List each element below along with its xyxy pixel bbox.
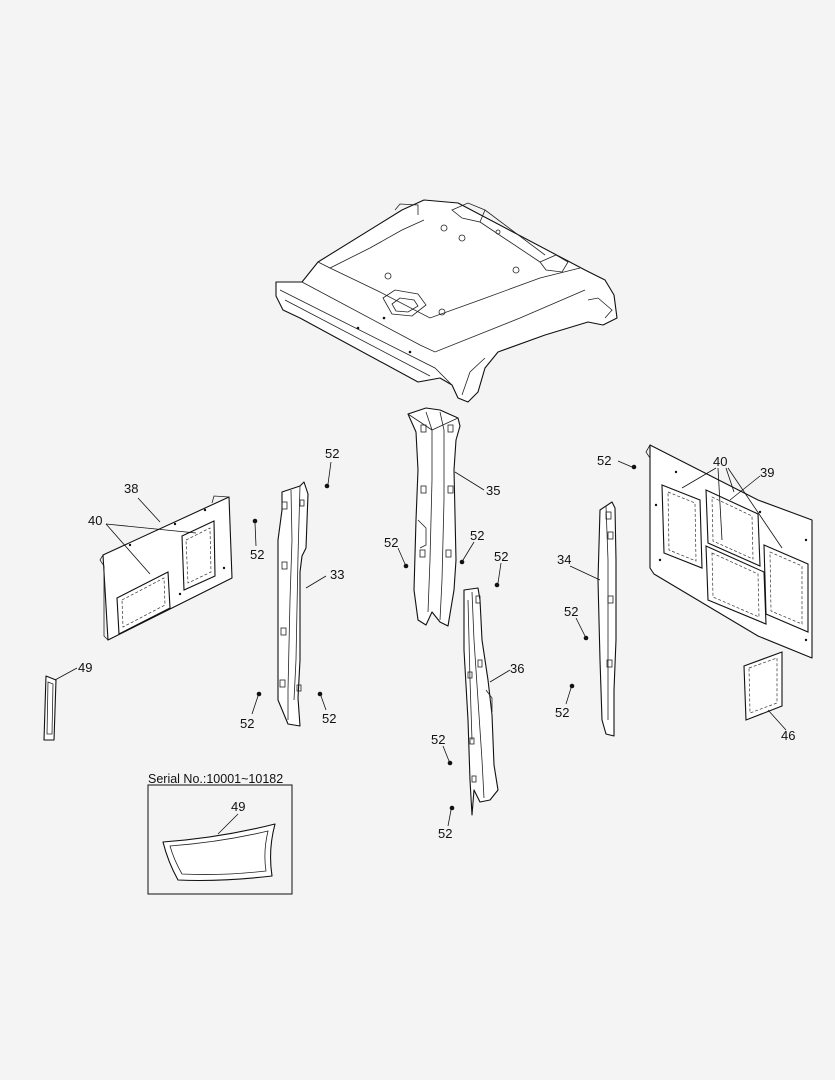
left-side-panel: [99, 495, 233, 641]
pad-rect: [116, 571, 171, 635]
right-side-panel: [645, 444, 813, 659]
callout-52: 52: [322, 711, 336, 726]
callout-52: 52: [431, 732, 445, 747]
callout-35: 35: [486, 483, 500, 498]
serial-inset: Serial No.:10001~10182: [147, 772, 293, 895]
inset-frame: [147, 784, 293, 895]
callout-labels: 38 40 49 52 52 52 52 33 35 52 52 52 36 5…: [78, 446, 795, 841]
callout-52: 52: [564, 604, 578, 619]
callout-38: 38: [124, 481, 138, 496]
callout-52: 52: [470, 528, 484, 543]
callout-49-left: 49: [78, 660, 92, 675]
callout-39: 39: [760, 465, 774, 480]
callout-52: 52: [240, 716, 254, 731]
callout-52: 52: [250, 547, 264, 562]
gasket-49: [43, 675, 57, 741]
curved-pad-49: [162, 823, 276, 882]
callout-52: 52: [384, 535, 398, 550]
inset-serial-label: Serial No.:10001~10182: [148, 772, 283, 786]
pillar-34: [597, 501, 617, 737]
roof-headliner: [275, 199, 618, 403]
callout-52: 52: [494, 549, 508, 564]
callout-40-right: 40: [713, 454, 727, 469]
pad-46: [743, 651, 783, 721]
callout-40-left: 40: [88, 513, 102, 528]
pillar-36: [463, 587, 499, 816]
callout-36: 36: [510, 661, 524, 676]
callout-52: 52: [597, 453, 611, 468]
pillar-33: [277, 481, 309, 727]
leader-lines: [54, 460, 787, 835]
fasteners-52: [252, 464, 637, 811]
callout-49-inset: 49: [231, 799, 245, 814]
callout-52: 52: [325, 446, 339, 461]
callout-52: 52: [555, 705, 569, 720]
callout-46: 46: [781, 728, 795, 743]
callout-52: 52: [438, 826, 452, 841]
pillar-35: [407, 407, 461, 627]
callout-33: 33: [330, 567, 344, 582]
callout-34: 34: [557, 552, 571, 567]
